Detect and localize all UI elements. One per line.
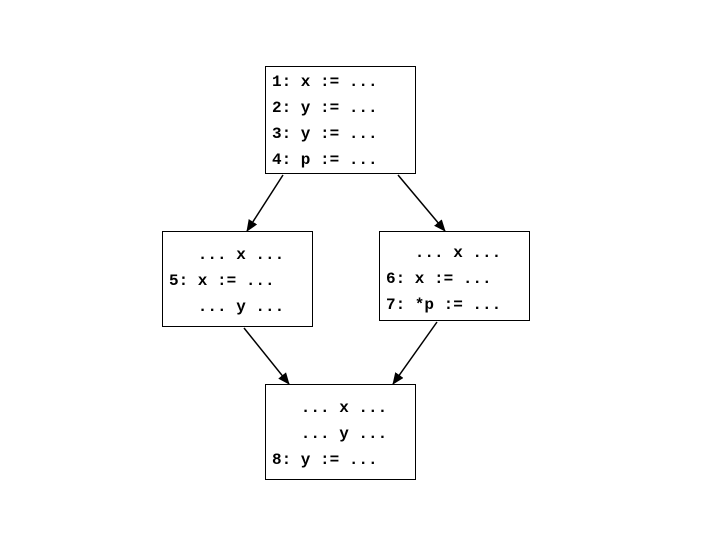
code-line: ... x ... <box>272 399 388 417</box>
code-line: 5: x := ... <box>169 272 275 290</box>
edge-1-to-2 <box>246 174 284 232</box>
code-line: 2: y := ... <box>272 99 378 117</box>
code-line: 1: x := ... <box>272 73 378 91</box>
code-line: ... x ... <box>386 244 502 262</box>
basic-block-1: 1: x := ... 2: y := ... 3: y := ... 4: p… <box>265 66 416 174</box>
code-line: ... y ... <box>169 298 285 316</box>
code-line: 3: y := ... <box>272 125 378 143</box>
edge-2-to-4 <box>243 327 290 385</box>
code-line: 7: *p := ... <box>386 296 502 314</box>
basic-block-3: ... x ... 6: x := ... 7: *p := ... <box>379 231 530 321</box>
basic-block-4: ... x ... ... y ... 8: y := ... <box>265 384 416 480</box>
code-line: 8: y := ... <box>272 451 378 469</box>
basic-block-2: ... x ... 5: x := ... ... y ... <box>162 231 313 327</box>
code-line: ... x ... <box>169 246 285 264</box>
code-line: 6: x := ... <box>386 270 492 288</box>
code-line: 4: p := ... <box>272 151 378 169</box>
code-line: ... y ... <box>272 425 388 443</box>
edge-1-to-3 <box>397 174 446 232</box>
edge-3-to-4 <box>392 321 438 385</box>
